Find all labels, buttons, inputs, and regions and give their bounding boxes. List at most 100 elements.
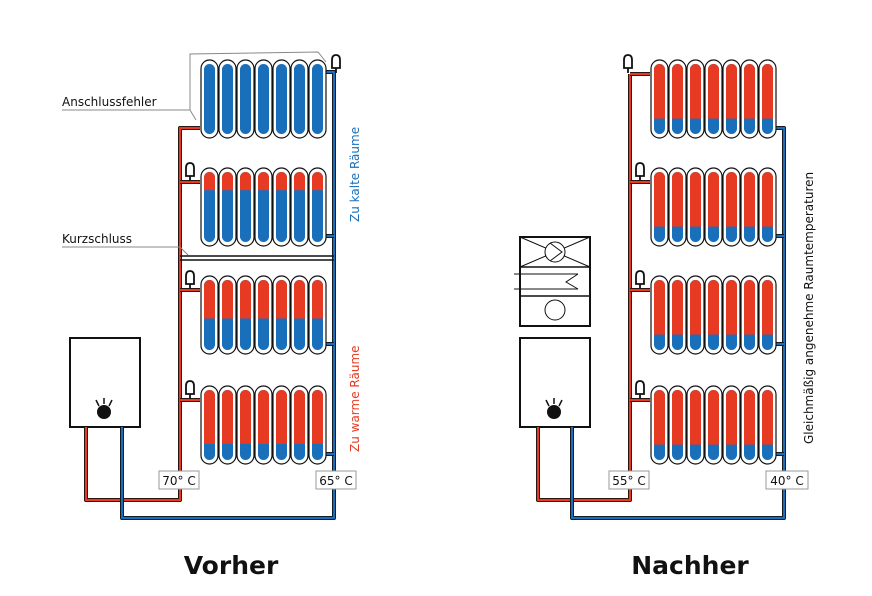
filter-icon [544, 299, 566, 321]
side-label-cold-rooms: Zu kalte Räume [348, 127, 362, 222]
hot-water-fill [762, 172, 773, 227]
radiator [200, 167, 327, 247]
hot-water-fill [222, 172, 233, 191]
cold-water-fill [312, 172, 323, 242]
thermostatic-valve-icon [185, 162, 195, 181]
thermostatic-valve-icon [635, 162, 645, 181]
pipe-network [84, 54, 341, 520]
hot-water-fill [744, 64, 755, 119]
cold-water-fill [276, 64, 287, 134]
thermostatic-valve-icon [185, 380, 195, 399]
thermostatic-valve-icon [185, 270, 195, 289]
return-temp-tag: 40° C [765, 470, 809, 490]
hot-water-fill [654, 280, 665, 335]
radiator [200, 385, 327, 465]
radiator [650, 167, 777, 247]
cold-water-fill [294, 64, 305, 134]
hot-water-fill [276, 280, 287, 319]
radiator [650, 59, 777, 139]
supply-temp-tag: 55° C [608, 470, 650, 490]
hot-water-fill [708, 64, 719, 119]
cold-water-fill [258, 64, 269, 134]
cold-water-fill [204, 172, 215, 242]
cold-water-fill [240, 64, 251, 134]
hot-water-fill [672, 280, 683, 335]
cold-water-fill [222, 64, 233, 134]
hot-water-fill [204, 390, 215, 444]
annotation-label: Anschlussfehler [62, 95, 157, 109]
hot-water-fill [312, 280, 323, 319]
hot-water-fill [672, 64, 683, 119]
side-label-even-temperatures: Gleichmäßig angenehme Raumtemperaturen [802, 172, 816, 444]
hot-water-fill [654, 64, 665, 119]
svg-text:65° C: 65° C [319, 474, 352, 488]
hot-water-fill [204, 280, 215, 319]
hot-water-fill [276, 390, 287, 444]
radiator [650, 275, 777, 355]
hot-water-fill [294, 280, 305, 319]
thermostatic-valve-icon [623, 54, 633, 73]
hot-water-fill [708, 390, 719, 445]
hot-water-fill [708, 172, 719, 227]
hot-water-fill [690, 64, 701, 119]
supply-temp-tag: 70° C [158, 470, 200, 490]
hot-water-fill [222, 280, 233, 319]
svg-text:55° C: 55° C [612, 474, 645, 488]
hot-water-fill [312, 172, 323, 191]
hot-water-fill [762, 64, 773, 119]
hot-water-fill [654, 172, 665, 227]
panel-before: Anschlussfehler Kurzschluss 70° C 65° C … [62, 51, 362, 580]
cold-water-fill [204, 64, 215, 134]
hot-water-fill [240, 280, 251, 319]
hot-water-fill [726, 64, 737, 119]
cold-water-fill [294, 172, 305, 242]
pump-unit [514, 236, 591, 327]
thermostatic-valve-icon [635, 380, 645, 399]
boiler [69, 337, 141, 428]
svg-text:70° C: 70° C [162, 474, 195, 488]
hot-water-fill [294, 390, 305, 444]
panel-after: 55° C 40° C Gleichmäßig angenehme Raumte… [514, 54, 816, 580]
pump-icon [519, 236, 591, 268]
boiler [519, 337, 591, 428]
annotation-kurzschluss: Kurzschluss [62, 232, 189, 256]
hot-water-fill [708, 280, 719, 335]
hot-water-fill [222, 390, 233, 444]
cold-water-fill [312, 64, 323, 134]
hot-water-fill [240, 390, 251, 444]
hot-water-fill [726, 390, 737, 445]
hot-water-fill [726, 280, 737, 335]
cold-water-fill [276, 172, 287, 242]
return-pipe [120, 70, 336, 520]
supply-pipe [84, 126, 200, 502]
radiator-group [200, 59, 327, 465]
panel-title-after: Nachher [631, 551, 749, 580]
hot-water-fill [744, 172, 755, 227]
hot-water-fill [654, 390, 665, 445]
svg-text:40° C: 40° C [770, 474, 803, 488]
pipe-network [536, 54, 786, 520]
heat-exchanger-icon [514, 273, 579, 290]
short-circuit-bypass [180, 255, 334, 261]
hot-water-fill [276, 172, 287, 191]
return-temp-tag: 65° C [315, 470, 357, 490]
flame-icon [545, 398, 563, 419]
cold-water-fill [258, 172, 269, 242]
hot-water-fill [312, 390, 323, 444]
hot-water-fill [762, 280, 773, 335]
hot-water-fill [258, 390, 269, 444]
cold-water-fill [240, 172, 251, 242]
cold-water-fill [222, 172, 233, 242]
radiator-group [650, 59, 777, 465]
hot-water-fill [690, 280, 701, 335]
hot-water-fill [240, 172, 251, 191]
hot-water-fill [294, 172, 305, 191]
hot-water-fill [762, 390, 773, 445]
hot-water-fill [690, 390, 701, 445]
annotation-anschlussfehler: Anschlussfehler [62, 51, 327, 121]
radiator [200, 275, 327, 355]
hot-water-fill [690, 172, 701, 227]
side-label-warm-rooms: Zu warme Räume [348, 345, 362, 452]
hot-water-fill [258, 172, 269, 191]
